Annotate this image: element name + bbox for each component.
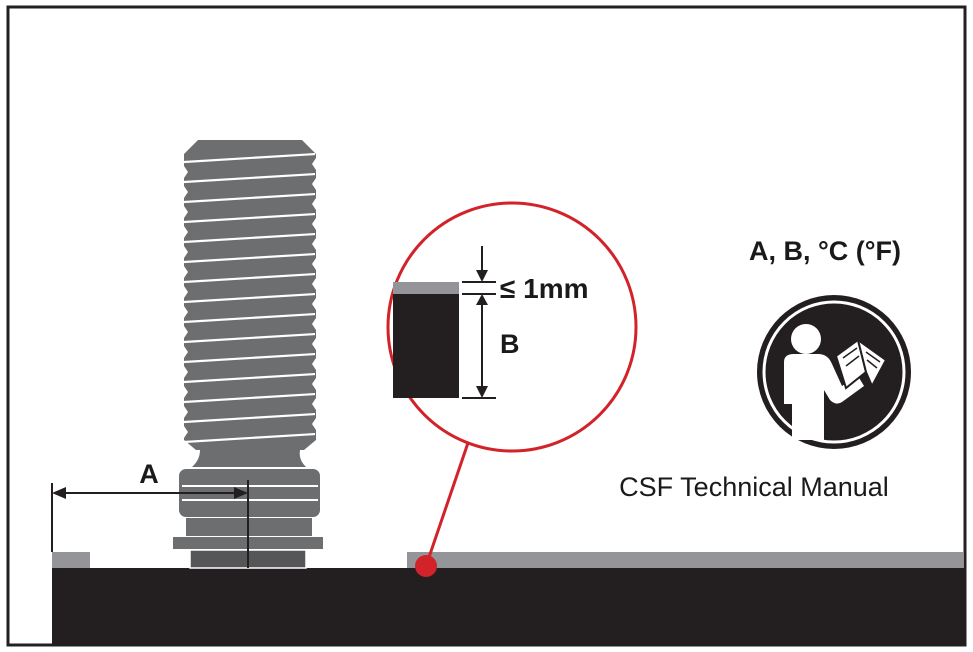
stud-neck [188, 450, 310, 470]
dimension-a [51, 480, 249, 568]
parameters-label: A, B, °C (°F) [749, 236, 901, 266]
base-plate [52, 568, 964, 644]
stud-thread-body [184, 140, 316, 450]
detail-coating-layer [393, 282, 459, 294]
weld-stud [171, 140, 325, 569]
dimension-a-label: A [139, 459, 159, 489]
read-manual-icon [757, 295, 911, 449]
coating-right [407, 552, 963, 568]
coating-left [52, 552, 90, 568]
detail-point [415, 555, 437, 577]
detail-base-layer [393, 294, 459, 398]
stud-thread-edges [184, 158, 316, 438]
manual-reference-label: CSF Technical Manual [619, 472, 889, 502]
detail-leader [424, 436, 472, 567]
dimension-b-label: B [500, 329, 520, 359]
detail-contents [393, 246, 496, 399]
stud-thread-lines [184, 152, 315, 444]
tolerance-label: ≤ 1mm [500, 273, 589, 304]
